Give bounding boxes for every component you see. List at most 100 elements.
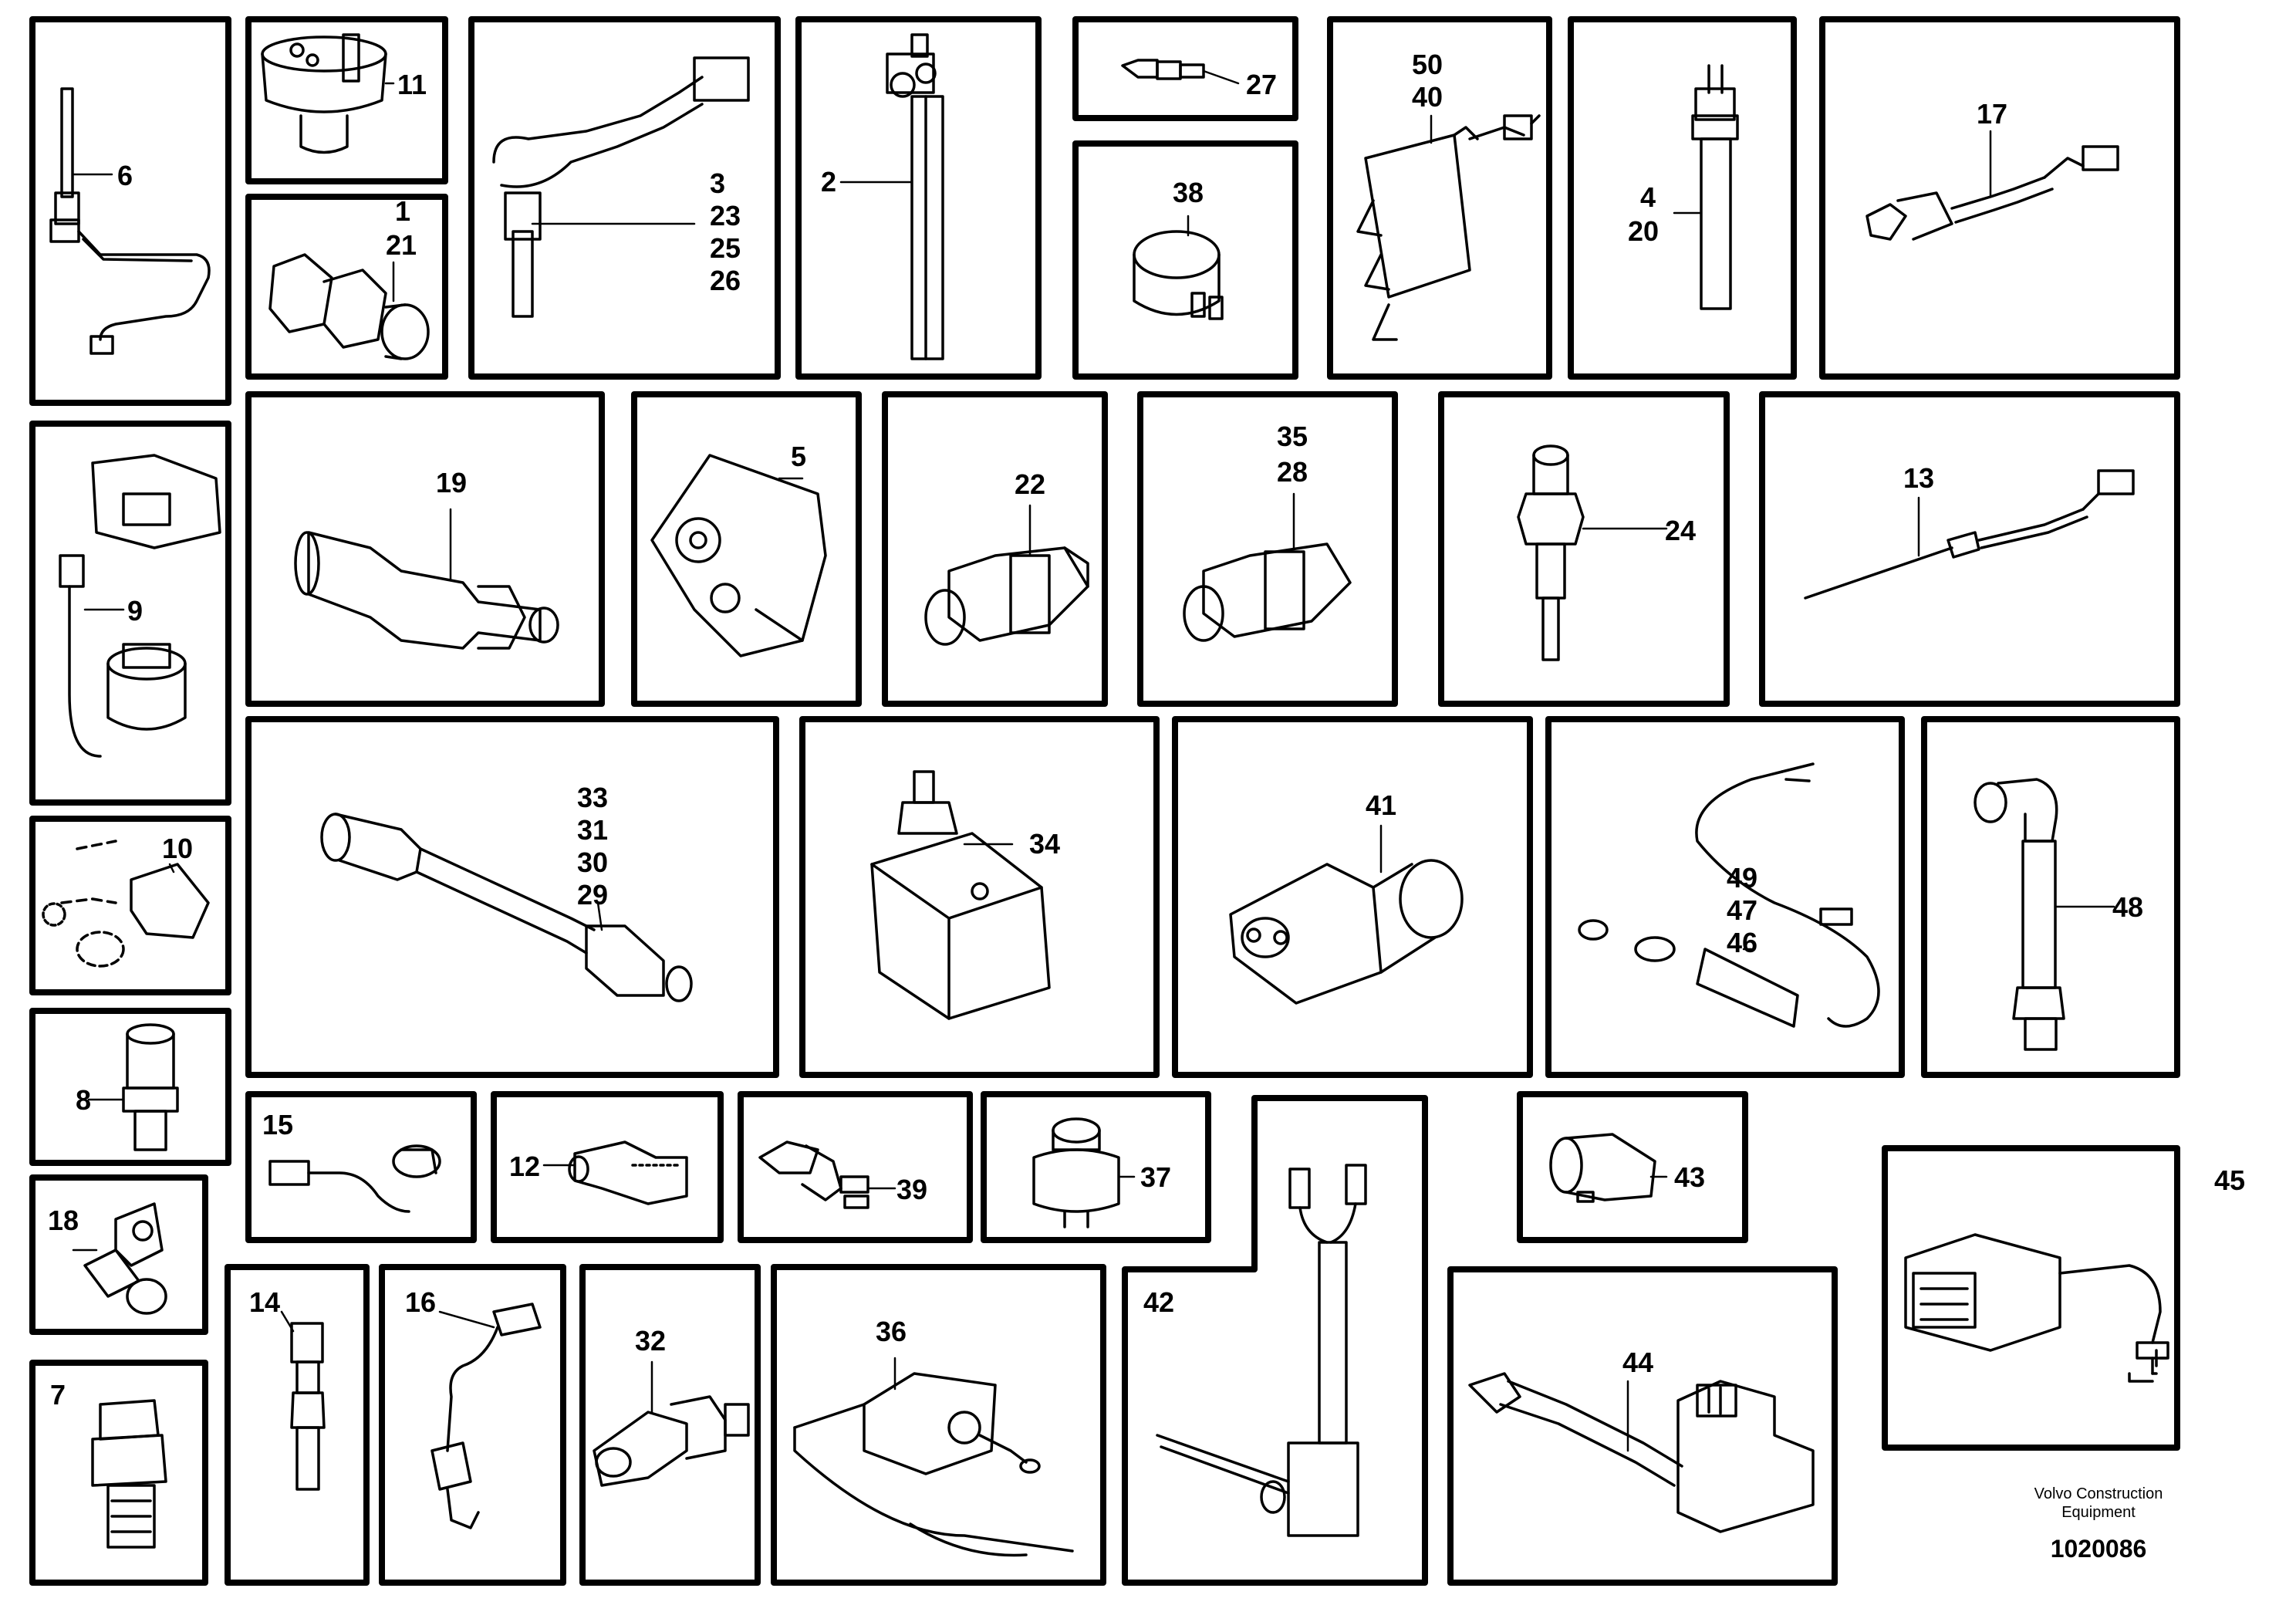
part-49-drawing (1578, 762, 1880, 1028)
panel-5: 5 (631, 391, 862, 707)
callout-18: 18 (48, 1205, 79, 1236)
part-10-drawing (42, 840, 210, 968)
panel-3: 3 23 25 26 (468, 16, 781, 380)
panel-18: 18 (29, 1174, 208, 1335)
callout-15: 15 (262, 1109, 293, 1140)
part-12-drawing (568, 1140, 688, 1205)
callout-41: 41 (1366, 789, 1396, 821)
part-18-drawing (83, 1202, 167, 1315)
callout-14: 14 (249, 1286, 280, 1318)
footer: Volvo Construction Equipment 1020086 (2034, 1485, 2163, 1563)
part-14-drawing (290, 1322, 326, 1491)
part-4-drawing (1691, 64, 1739, 310)
part-50-drawing (1356, 114, 1541, 341)
part-17-drawing (1866, 145, 2119, 241)
callout-37: 37 (1140, 1161, 1171, 1193)
part-42-drawing (1156, 1164, 1367, 1537)
callout-12: 12 (509, 1151, 540, 1182)
panel-13: 13 (1759, 391, 2180, 707)
panel-49-47-46: 49 47 46 (1545, 716, 1905, 1078)
callout-36: 36 (876, 1316, 907, 1347)
callout-9: 9 (127, 595, 143, 627)
callout-45: 45 (2214, 1164, 2245, 1196)
callout-50: 50 (1412, 49, 1443, 80)
callout-24: 24 (1665, 515, 1696, 546)
part-1-drawing (268, 253, 430, 360)
callout-26: 26 (710, 265, 741, 296)
company-name-line1: Volvo Construction (2034, 1485, 2163, 1502)
panel-42: 42 (1122, 1095, 1428, 1586)
panel-35-28: 35 28 (1137, 391, 1398, 707)
panel-7: 7 (29, 1360, 208, 1586)
panel-12: 12 (491, 1091, 724, 1243)
callout-35: 35 (1277, 421, 1308, 452)
part-8-drawing (122, 1023, 179, 1151)
callout-42: 42 (1143, 1286, 1174, 1318)
panel-6: 6 (29, 16, 231, 406)
part-13-drawing (1804, 469, 2135, 600)
panel-9: 9 (29, 421, 231, 806)
panel-43: 43 (1517, 1091, 1748, 1243)
callout-2: 2 (821, 166, 836, 198)
callout-40: 40 (1412, 81, 1443, 113)
panel-24: 24 (1438, 391, 1730, 707)
callout-46: 46 (1727, 927, 1757, 958)
callout-10: 10 (162, 833, 193, 864)
part-16-drawing (430, 1303, 542, 1529)
part-36-drawing (793, 1372, 1074, 1557)
panel-33: 33 31 30 29 (245, 716, 779, 1078)
panel-16: 16 (379, 1264, 566, 1586)
callout-47: 47 (1727, 894, 1757, 926)
panel-2: 2 (795, 16, 1042, 380)
callout-31: 31 (577, 814, 608, 846)
panel-41: 41 (1172, 716, 1533, 1078)
panel-44: 44 (1447, 1266, 1838, 1586)
callout-3: 3 (710, 167, 725, 199)
callout-23: 23 (710, 200, 741, 231)
callout-5: 5 (791, 441, 806, 472)
part-27-drawing (1121, 59, 1205, 80)
callout-27: 27 (1246, 69, 1277, 100)
part-2-drawing (886, 33, 944, 360)
part-32-drawing (593, 1395, 750, 1487)
part-6-drawing (49, 87, 211, 355)
part-33-drawing (320, 813, 693, 1002)
part-19-drawing (294, 531, 559, 650)
callout-33: 33 (577, 782, 608, 813)
callout-39: 39 (896, 1174, 927, 1205)
callout-19: 19 (436, 467, 467, 498)
callout-34: 34 (1029, 828, 1060, 860)
panel-1-21: 1 21 (245, 194, 448, 380)
callout-32: 32 (635, 1325, 666, 1357)
callout-13: 13 (1903, 462, 1934, 494)
panel-19: 19 (245, 391, 605, 707)
callout-30: 30 (577, 846, 608, 878)
callout-29: 29 (577, 879, 608, 911)
callout-1: 1 (395, 195, 410, 227)
panel-14: 14 (225, 1264, 370, 1586)
callout-25: 25 (710, 232, 741, 264)
part-44-drawing (1468, 1372, 1815, 1533)
panel-38: 38 (1072, 140, 1298, 380)
panel-34: 34 (799, 716, 1160, 1078)
part-11-drawing (261, 33, 387, 154)
part-39-drawing (758, 1140, 869, 1209)
callout-21: 21 (386, 229, 417, 261)
panel-27: 27 (1072, 16, 1298, 121)
callout-8: 8 (76, 1084, 91, 1116)
part-43-drawing (1549, 1133, 1656, 1203)
part-48-drawing (1974, 778, 2065, 1051)
part-9-drawing (59, 454, 221, 758)
callout-20: 20 (1628, 215, 1659, 247)
panel-8: 8 (29, 1008, 231, 1166)
panel-32: 32 (579, 1264, 761, 1586)
part-7-drawing (91, 1399, 167, 1549)
panel-37: 37 (981, 1091, 1211, 1243)
panel-22: 22 (882, 391, 1108, 707)
panel-10: 10 (29, 816, 231, 995)
part-38-drawing (1133, 230, 1224, 320)
callout-49: 49 (1727, 862, 1757, 894)
panel-15: 15 (245, 1091, 477, 1243)
panel-39: 39 (738, 1091, 973, 1243)
